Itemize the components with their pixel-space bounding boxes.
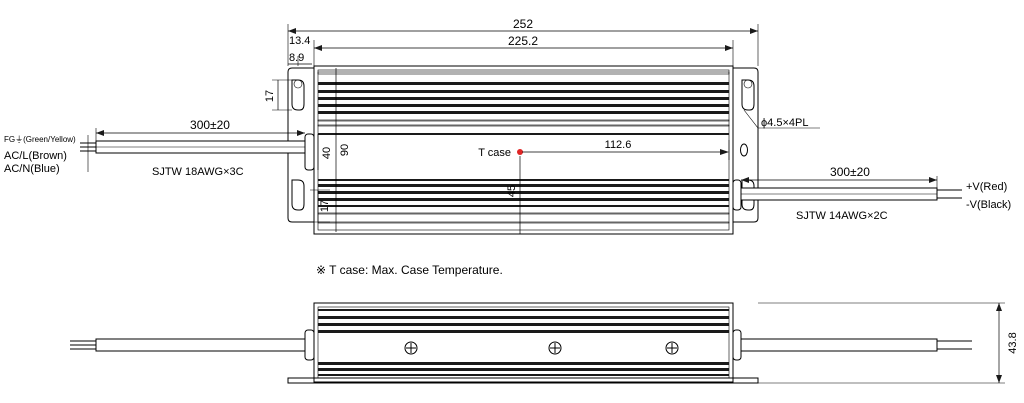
label-mounting-hole: ϕ4.5×4PL [761,117,808,129]
side-screw-1 [404,341,418,355]
mounting-slot-bottom-left [291,179,305,211]
side-input-gland [304,329,315,361]
notch-mark-top-left [293,79,303,89]
mounting-hole-right [740,143,748,157]
dim-overall-length: 252 [513,17,533,31]
dim-tcase-offset: 112.6 [605,139,632,151]
footnote-tcase: ※ T case: Max. Case Temperature. [316,263,503,277]
label-output-cable: SJTW 14AWG×2C [796,210,888,222]
dim-output-cable-length: 300±20 [830,165,870,179]
dim-hole-offset: 8.9 [289,52,304,64]
dim-inner-height: 40 [321,147,333,159]
dim-input-cable-length: 300±20 [190,118,230,132]
dim-flange-offset: 13.4 [289,35,310,47]
side-base-plate [287,377,759,384]
input-cable-gland [304,133,315,171]
label-output-neg: -V(Black) [966,199,1011,211]
output-cable [740,187,962,201]
notch-mark-top-right [743,79,753,89]
side-heatsink-fins [318,309,729,376]
label-input-l: AC/L(Brown) [4,150,67,162]
mounting-slot-bottom-right [741,179,755,211]
label-output-pos: +V(Red) [966,181,1007,193]
dim-hole-height-bottom: 17 [319,200,331,212]
side-view: 43.8 [70,302,1019,384]
dim-hole-height-top: 17 [264,90,276,102]
dim-body-length: 225.2 [508,34,538,48]
right-mounting-flange [733,67,759,223]
dim-body-height: 90 [339,144,351,156]
mounting-slot-top-right [741,79,755,111]
dim-tcase-half-height: 45 [506,185,518,197]
mounting-slot-top-left [291,79,305,111]
label-input-cable: SJTW 18AWG×3C [152,166,244,178]
side-screw-3 [665,341,679,355]
side-screw-2 [548,341,562,355]
dim-case-thickness: 43.8 [1007,332,1019,353]
side-output-gland [732,329,742,361]
label-input-fg: FG⏚(Green/Yellow) [4,135,76,144]
tcase-label: T case [478,147,511,159]
output-cable-gland [732,179,742,211]
input-cable [80,140,306,154]
label-input-n: AC/N(Blue) [4,163,60,175]
bottom-heatsink-fins [317,179,730,224]
tcase-marker [517,149,523,155]
top-view: T case 112.6 45 252 225.2 13.4 8.9 1 [4,17,1011,235]
side-input-cable [70,338,306,352]
top-heatsink-fins [317,71,730,135]
side-output-cable [740,338,972,352]
